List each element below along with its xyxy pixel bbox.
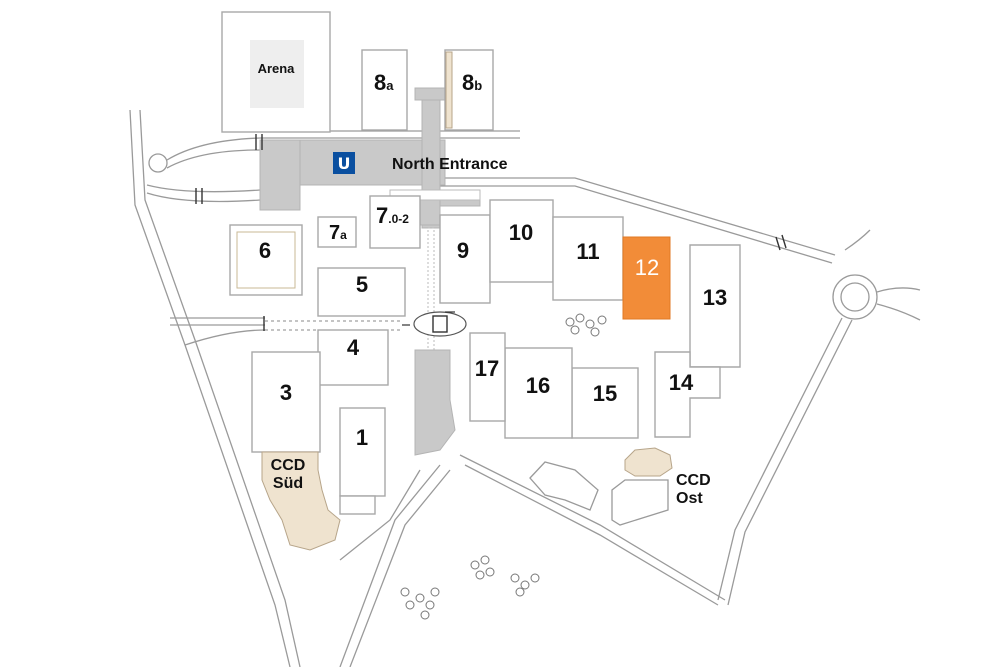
hall-7[interactable]: 7.0-2 bbox=[369, 195, 421, 249]
hall-16-label: 16 bbox=[526, 373, 550, 398]
hall-7a-number: 7 bbox=[329, 222, 340, 244]
hall-17[interactable]: 17 bbox=[469, 332, 506, 422]
ccd-ost-label-1: CCD bbox=[676, 472, 711, 489]
hall-10[interactable]: 10 bbox=[489, 199, 554, 283]
tree-icon bbox=[400, 555, 540, 620]
hall-1-label: 1 bbox=[356, 425, 368, 450]
hall-15-label: 15 bbox=[593, 381, 617, 406]
svg-text:8a: 8a bbox=[374, 70, 394, 95]
trees bbox=[400, 313, 607, 620]
hall-13-label: 13 bbox=[703, 285, 727, 310]
hall-6[interactable]: 6 bbox=[229, 224, 303, 296]
hall-10-label: 10 bbox=[509, 220, 533, 245]
hall-5[interactable]: 5 bbox=[317, 267, 406, 317]
road-network bbox=[129, 109, 921, 667]
ccd-sued[interactable]: CCD Süd bbox=[261, 451, 341, 551]
north-entrance[interactable]: U North Entrance bbox=[333, 152, 508, 174]
hall-7-number: 7 bbox=[376, 203, 388, 228]
south-plaza bbox=[529, 461, 599, 511]
hall-12[interactable]: 12 bbox=[622, 236, 671, 320]
halls: Arena 8a 8b 7a 7.0-2 6 bbox=[221, 11, 741, 551]
hall-8b-number: 8 bbox=[462, 70, 474, 95]
hall-6-label: 6 bbox=[259, 238, 271, 263]
hall-9-label: 9 bbox=[457, 238, 469, 263]
subway-icon bbox=[333, 152, 355, 174]
building-arena[interactable]: Arena bbox=[221, 11, 331, 133]
ccd-sued-label-1: CCD bbox=[271, 457, 306, 474]
svg-text:7.0-2: 7.0-2 bbox=[376, 203, 409, 228]
hall-8b[interactable]: 8b bbox=[444, 49, 494, 131]
subway-icon-glyph: U bbox=[338, 154, 351, 173]
hall-16[interactable]: 16 bbox=[504, 347, 573, 439]
hall-14-label: 14 bbox=[669, 370, 694, 395]
svg-text:8b: 8b bbox=[462, 70, 482, 95]
hall-1[interactable]: 1 bbox=[339, 407, 386, 515]
north-entrance-label: North Entrance bbox=[392, 156, 508, 173]
hall-9[interactable]: 9 bbox=[439, 214, 491, 304]
ccd-ost[interactable]: CCD Ost bbox=[611, 447, 711, 526]
hall-7-suffix: .0-2 bbox=[388, 212, 409, 226]
hall-17-label: 17 bbox=[475, 356, 499, 381]
corridors bbox=[259, 87, 481, 456]
tree-icon bbox=[565, 313, 607, 337]
hall-11[interactable]: 11 bbox=[552, 216, 624, 301]
hall-14[interactable]: 14 bbox=[654, 351, 721, 438]
hall-7a[interactable]: 7a bbox=[317, 216, 357, 248]
hall-4[interactable]: 4 bbox=[317, 329, 389, 386]
hall-8b-suffix: b bbox=[474, 78, 482, 93]
ccd-sued-label-2: Süd bbox=[273, 475, 303, 492]
hall-8a-suffix: a bbox=[386, 78, 394, 93]
hall-3-label: 3 bbox=[280, 380, 292, 405]
hall-15[interactable]: 15 bbox=[571, 367, 639, 439]
hall-8a-number: 8 bbox=[374, 70, 386, 95]
road-markers bbox=[195, 134, 787, 331]
hall-4-label: 4 bbox=[347, 335, 360, 360]
arena-label: Arena bbox=[258, 61, 296, 76]
hall-8a[interactable]: 8a bbox=[361, 49, 408, 131]
hall-11-label: 11 bbox=[576, 239, 599, 264]
ccd-ost-label-2: Ost bbox=[676, 490, 703, 507]
svg-text:7a: 7a bbox=[329, 222, 347, 244]
hall-5-label: 5 bbox=[356, 272, 368, 297]
hall-3[interactable]: 3 bbox=[251, 351, 321, 453]
hall-7a-suffix: a bbox=[340, 228, 347, 242]
hall-13[interactable]: 13 bbox=[689, 244, 741, 368]
car-icon bbox=[402, 311, 467, 337]
hall-12-label: 12 bbox=[635, 255, 659, 280]
